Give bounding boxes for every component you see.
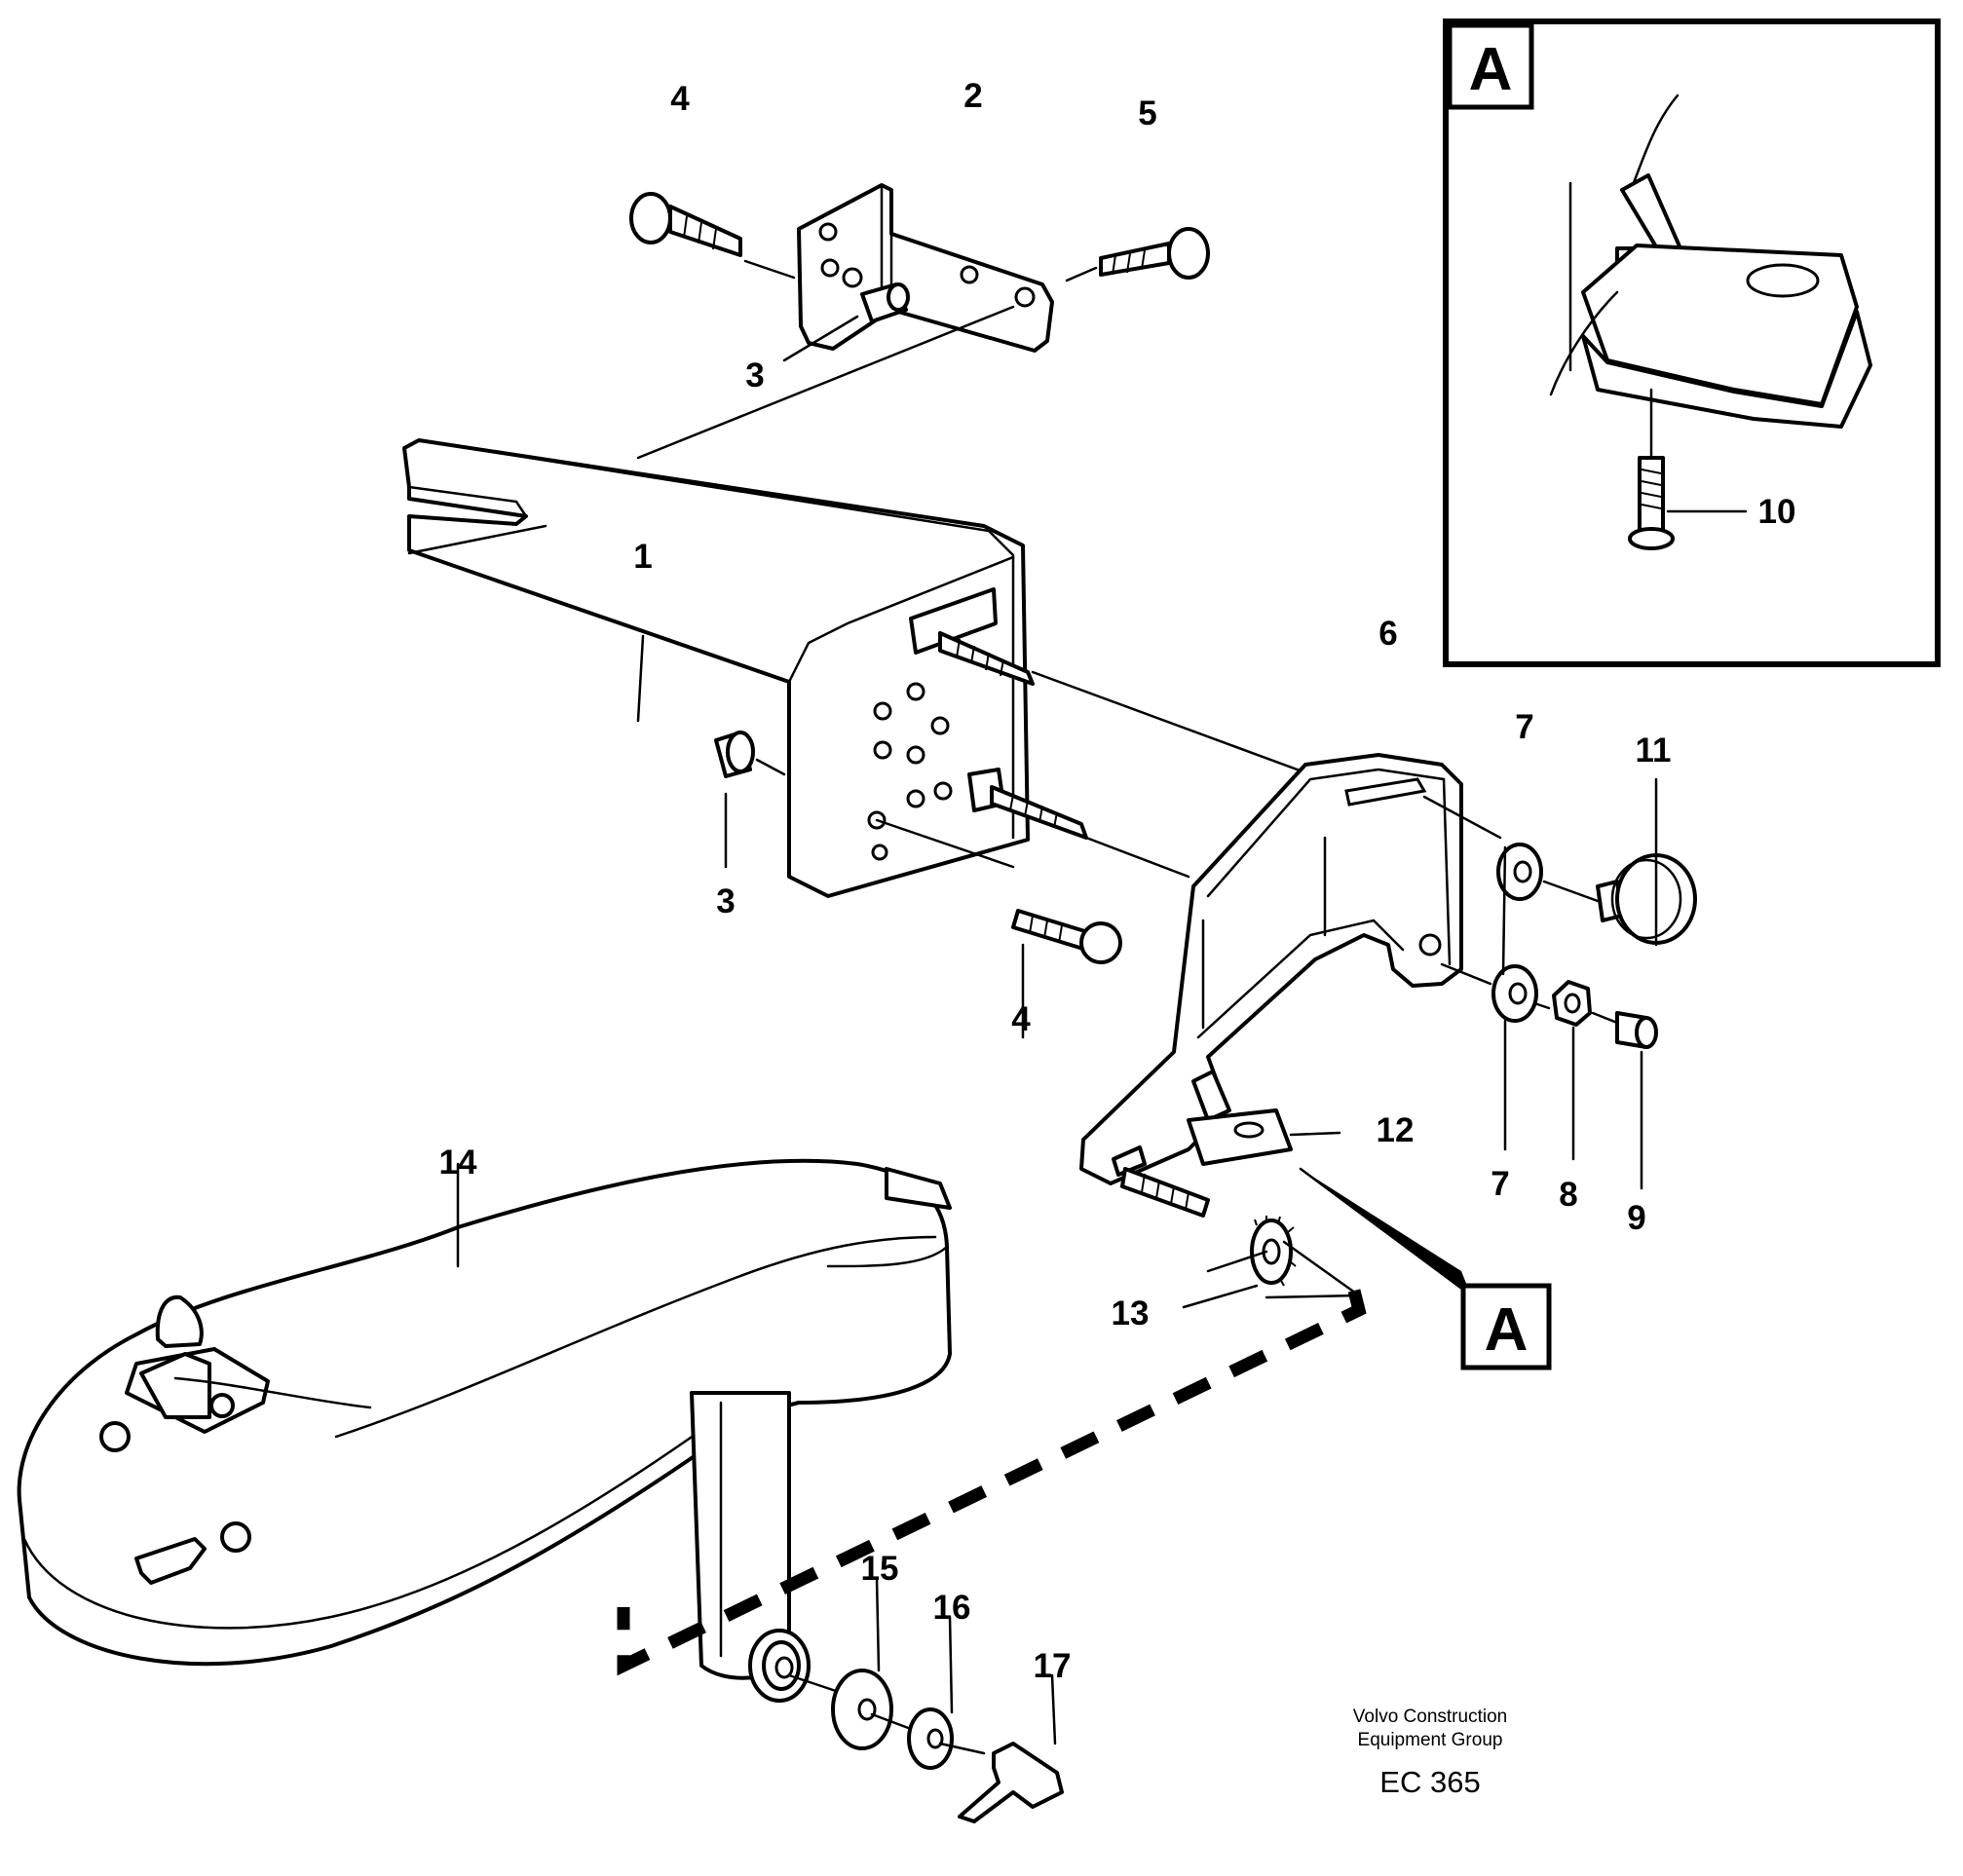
footer-diagram-code: EC 365 (1379, 1765, 1480, 1799)
label-part-7-upper: 7 (1515, 708, 1533, 746)
label-part-12: 12 (1377, 1111, 1415, 1149)
label-part-17: 17 (1034, 1647, 1072, 1685)
footer-company-line1: Volvo Construction (1353, 1707, 1507, 1727)
label-part-11: 11 (1636, 732, 1672, 769)
detail-view-a-label: A (1469, 36, 1513, 103)
label-part-9: 9 (1627, 1199, 1645, 1237)
top-bracket-assembly (629, 183, 1210, 460)
label-part-3-upper: 3 (745, 356, 764, 394)
callout-a-label: A (1485, 1296, 1529, 1364)
footer: Volvo Construction Equipment Group EC 36… (1353, 1707, 1507, 1799)
label-part-10: 10 (1758, 493, 1796, 531)
label-part-3-lower: 3 (716, 882, 735, 920)
main-bracket (402, 438, 1312, 1039)
footer-company-line2: Equipment Group (1358, 1730, 1503, 1750)
label-part-13: 13 (1112, 1294, 1150, 1332)
label-part-15: 15 (861, 1550, 899, 1588)
label-part-14: 14 (439, 1144, 477, 1182)
label-part-4-upper: 4 (670, 80, 690, 118)
detail-view-a: A (1443, 19, 1941, 667)
label-part-4-lower: 4 (1011, 1000, 1031, 1038)
label-part-8: 8 (1559, 1176, 1577, 1214)
label-part-7-lower: 7 (1491, 1165, 1509, 1203)
label-part-16: 16 (933, 1589, 971, 1627)
side-bracket-assembly: A (1079, 753, 1697, 1370)
label-part-1: 1 (633, 538, 652, 576)
label-part-2: 2 (963, 77, 982, 115)
label-part-6: 6 (1378, 615, 1397, 653)
label-part-5: 5 (1138, 94, 1156, 132)
part-number-labels: 1 2 3 3 4 4 5 6 7 7 8 9 10 11 12 13 14 1… (439, 77, 1796, 1685)
armrest-assembly (17, 1158, 1367, 1823)
